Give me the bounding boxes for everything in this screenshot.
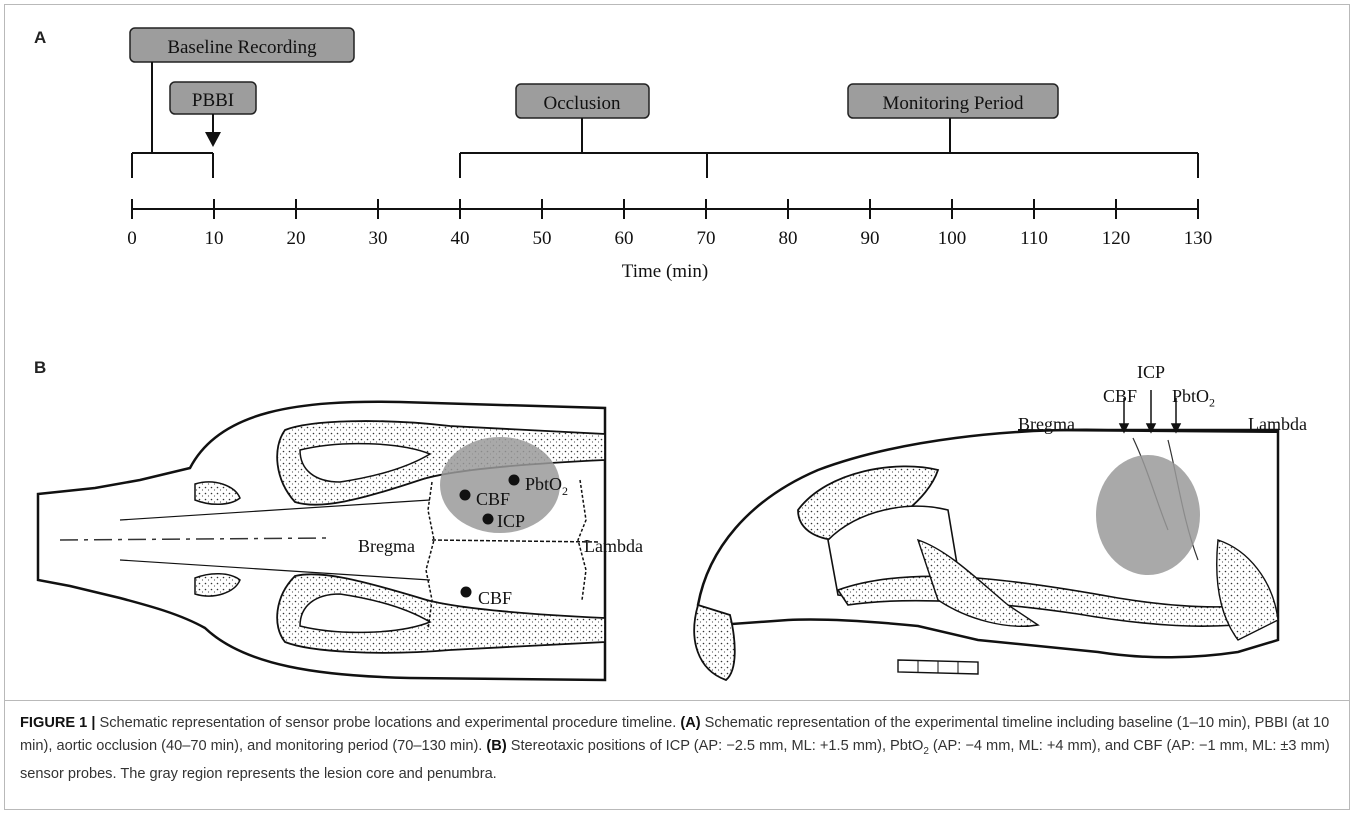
figure-caption: FIGURE 1 | Schematic representation of s… [20, 712, 1336, 786]
axis-ticks: 0 10 20 30 40 50 60 70 80 90 100 110 120 130 [127, 199, 1212, 249]
caption-a-tag: (A) [680, 715, 700, 731]
caption-intro: Schematic representation of sensor probe… [95, 715, 680, 731]
axis-tick-label: 20 [287, 228, 306, 249]
axis-tick-label: 50 [533, 228, 552, 249]
axis-tick-label: 30 [369, 228, 388, 249]
lateral-bregma-label: Bregma [1018, 414, 1075, 434]
pbbi-arrow [205, 114, 221, 147]
lateral-lambda-label: Lambda [1248, 414, 1307, 434]
caption-b-text-1: Stereotaxic positions of ICP (AP: −2.5 m… [507, 738, 924, 754]
probe-label-icp: ICP [497, 511, 525, 531]
axis-tick-label: 110 [1020, 228, 1048, 249]
probe-label-cbf-lower: CBF [478, 588, 512, 608]
baseline-bracket [132, 62, 213, 178]
dorsal-skull-view: PbtO2 CBF ICP CBF Bregma Lambda [0, 390, 680, 690]
probe-dot-icp [483, 514, 494, 525]
axis-tick-label: 80 [779, 228, 798, 249]
monitoring-period-label: Monitoring Period [883, 93, 1024, 114]
lateral-probe-label-cbf: CBF [1103, 386, 1137, 407]
caption-prefix: FIGURE 1 | [20, 715, 95, 731]
occlusion-monitoring-bracket [460, 118, 1198, 178]
pbbi-label: PBBI [192, 90, 234, 111]
baseline-recording-label: Baseline Recording [167, 37, 317, 58]
axis-tick-label: 130 [1184, 228, 1213, 249]
axis-tick-label: 40 [451, 228, 470, 249]
lateral-probe-label-icp: ICP [1137, 362, 1165, 383]
probe-dot-pbto2 [509, 475, 520, 486]
occlusion-label: Occlusion [543, 93, 621, 114]
lateral-skull-view: Bregma Lambda [678, 390, 1358, 690]
caption-b-tag: (B) [486, 738, 506, 754]
panel-b-label: B [34, 358, 46, 378]
axis-tick-label: 0 [127, 228, 137, 249]
axis-title: Time (min) [622, 261, 708, 282]
axis-tick-label: 120 [1102, 228, 1131, 249]
timeline-diagram: 0 10 20 30 40 50 60 70 80 90 100 110 120 130 Baseline… [0, 0, 1358, 300]
axis-tick-label: 90 [861, 228, 880, 249]
probe-label-cbf-upper: CBF [476, 489, 510, 509]
lateral-lesion-region [1096, 455, 1200, 575]
incisor [694, 605, 735, 680]
axis-tick-label: 10 [205, 228, 224, 249]
lambda-label: Lambda [584, 536, 643, 556]
probe-dot-cbf-lower [461, 587, 472, 598]
axis-tick-label: 100 [938, 228, 967, 249]
axis-tick-label: 70 [697, 228, 716, 249]
axis-tick-label: 60 [615, 228, 634, 249]
lateral-probe-label-pbto2: PbtO2 [1172, 386, 1215, 411]
caption-divider [4, 700, 1350, 701]
probe-dot-cbf-upper [460, 490, 471, 501]
bregma-label: Bregma [358, 536, 415, 556]
